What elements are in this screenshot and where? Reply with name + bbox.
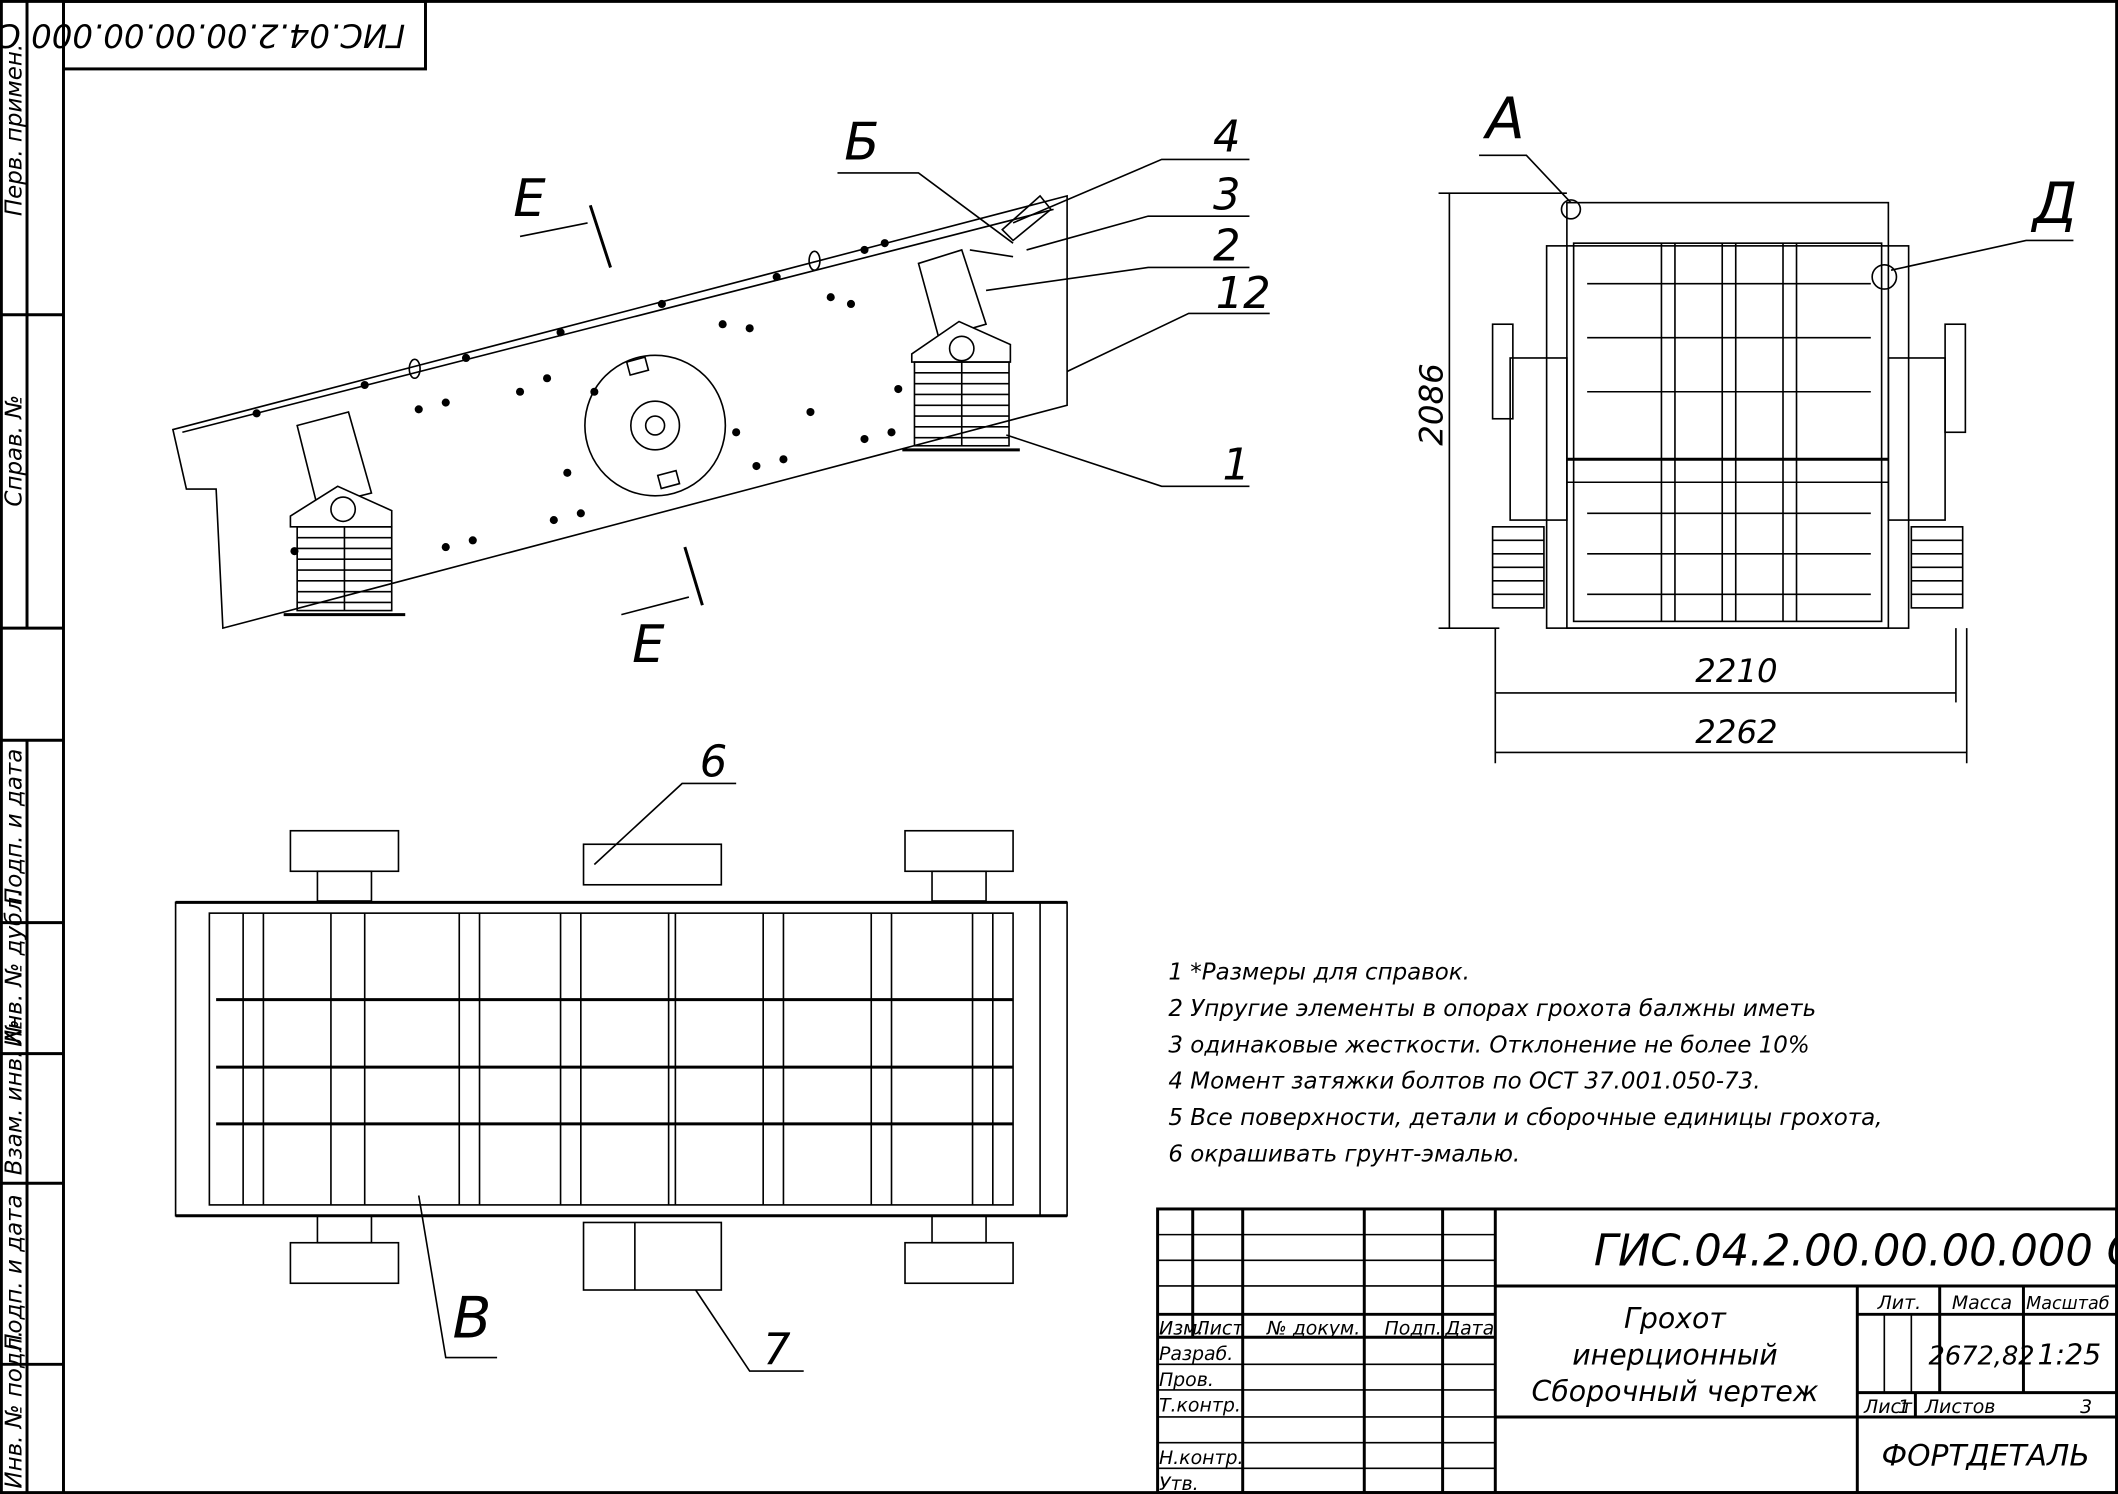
dimension-lines xyxy=(1438,192,1968,764)
label-nkontr: Н.контр. xyxy=(1159,1447,1244,1469)
dim-width-outer: 2262 xyxy=(1695,713,1777,751)
margin-label: Инв. № подл. xyxy=(2,1330,28,1488)
position-7: 7 xyxy=(763,1325,791,1375)
title-block: Изм. Лист № докум. Подп. Дата Разраб. Пр… xyxy=(1156,1207,2118,1494)
margin-label: Справ. № xyxy=(2,395,28,507)
position-4: 4 xyxy=(1213,112,1240,162)
left-margin-strip: Перв. примен. Справ. № Подп. и дата Инв.… xyxy=(0,0,64,1494)
section-e-label: Е xyxy=(632,615,665,675)
note: 3 одинаковые жесткости. Отклонение не бо… xyxy=(1168,1032,1809,1058)
note: 6 окрашивать грунт-эмалью. xyxy=(1168,1142,1520,1168)
rotated-stamp: ГИС.04.2.00.00.00.000 СБ xyxy=(0,0,427,71)
dim-width-inner: 2210 xyxy=(1695,652,1777,690)
side-view: Б 4 3 2 12 1 Е Е xyxy=(171,112,1271,675)
margin-label: Инв. № дубл. xyxy=(2,890,28,1047)
left-spring-support xyxy=(283,411,406,617)
end-view: А Д 2086 2210 2262 xyxy=(1413,86,2077,764)
label-prov: Пров. xyxy=(1159,1369,1214,1391)
margin-label: Подп. и дата xyxy=(2,749,28,905)
label-ndoc: № докум. xyxy=(1266,1318,1360,1340)
motor xyxy=(582,1221,723,1291)
label-lit: Лит. xyxy=(1877,1292,1922,1314)
view-b-label: Б xyxy=(844,112,879,172)
label-izm: Изм. xyxy=(1159,1318,1203,1340)
note: 1 *Размеры для справок. xyxy=(1168,959,1470,985)
label-sheet: Лист xyxy=(1863,1396,1913,1418)
drawing-designation: ГИС.04.2.00.00.00.000 СБ xyxy=(1594,1227,2118,1277)
label-podp: Подп. xyxy=(1385,1318,1442,1340)
sheet-number: 1 xyxy=(1898,1396,1910,1418)
margin-label: Взам. инв. № xyxy=(2,1019,28,1175)
sheets-total: 3 xyxy=(2080,1396,2092,1418)
note: 4 Момент затяжки болтов по ОСТ 37.001.05… xyxy=(1168,1069,1760,1095)
mass-value: 2672,82 xyxy=(1929,1341,2035,1371)
drawing-title: инерционный xyxy=(1572,1338,1777,1371)
svg-text:ГИС.04.2.00.00.00.000 СБ: ГИС.04.2.00.00.00.000 СБ xyxy=(0,16,405,54)
label-utv: Утв. xyxy=(1159,1473,1199,1494)
position-6: 6 xyxy=(700,738,728,788)
label-massa: Масса xyxy=(1952,1292,2012,1314)
vibrator-disc xyxy=(584,354,727,497)
top-view: 6 В 7 xyxy=(174,738,1068,1375)
label-data: Дата xyxy=(1444,1318,1494,1340)
drive-guard xyxy=(582,843,723,886)
drawing-title: Сборочный чертеж xyxy=(1532,1375,1819,1408)
position-1: 1 xyxy=(1222,441,1250,491)
scale-value: 1:25 xyxy=(2038,1338,2102,1371)
note: 2 Упругие элементы в опорах грохота балж… xyxy=(1168,996,1816,1022)
label-sheets: Листов xyxy=(1924,1396,1996,1418)
view-a-label: А xyxy=(1482,86,1525,152)
label-list: Лист xyxy=(1194,1318,1244,1340)
margin-label: Перв. примен. xyxy=(2,44,28,216)
company-name: ФОРТДЕТАЛЬ xyxy=(1882,1439,2090,1474)
view-d-label: Д xyxy=(2030,171,2077,237)
right-spring-support xyxy=(902,194,1053,452)
dim-height: 2086 xyxy=(1413,363,1451,445)
note: 5 Все поверхности, детали и сборочные ед… xyxy=(1168,1105,1882,1131)
label-razrab: Разраб. xyxy=(1159,1343,1233,1365)
drawing-title: Грохот xyxy=(1624,1302,1727,1335)
position-3: 3 xyxy=(1213,170,1240,220)
section-e-label: Е xyxy=(513,169,546,229)
position-2: 2 xyxy=(1213,222,1240,272)
view-v-label: В xyxy=(453,1285,492,1351)
margin-label: Подп. и дата xyxy=(2,1194,28,1350)
label-masshtab: Масштаб xyxy=(2026,1294,2110,1314)
label-tkontr: Т.контр. xyxy=(1159,1395,1241,1417)
technical-notes: 1 *Размеры для справок. 2 Упругие элемен… xyxy=(1168,959,1882,1167)
position-12: 12 xyxy=(1216,269,1271,319)
